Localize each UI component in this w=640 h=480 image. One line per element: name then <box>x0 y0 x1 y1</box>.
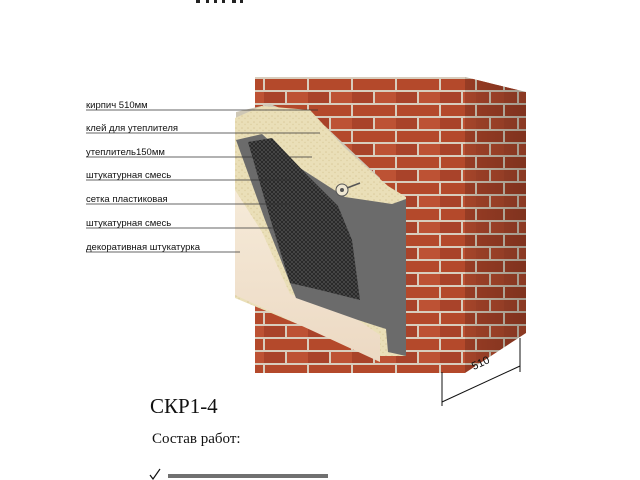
label-plaster-2: штукатурная смесь <box>86 218 172 229</box>
anchor-dowel <box>335 182 361 197</box>
label-mesh: сетка пластиковая <box>86 194 168 205</box>
label-decorative: декоративная штукатурка <box>86 242 201 253</box>
bottom-list-fragment <box>149 468 328 480</box>
top-text-fragment <box>196 0 243 3</box>
label-brick: кирпич 510мм <box>86 100 148 111</box>
decorative-plaster-layer <box>235 190 380 362</box>
works-title: Состав работ: <box>152 431 241 447</box>
plastic-mesh-layer <box>248 138 360 300</box>
dimension-line <box>441 338 521 406</box>
label-plaster-1: штукатурная смесь <box>86 170 172 181</box>
leader-lines <box>86 109 320 253</box>
label-insulation: утеплитель150мм <box>86 147 165 158</box>
system-code: СКР1-4 <box>150 394 218 418</box>
label-adhesive: клей для утеплителя <box>86 123 179 134</box>
